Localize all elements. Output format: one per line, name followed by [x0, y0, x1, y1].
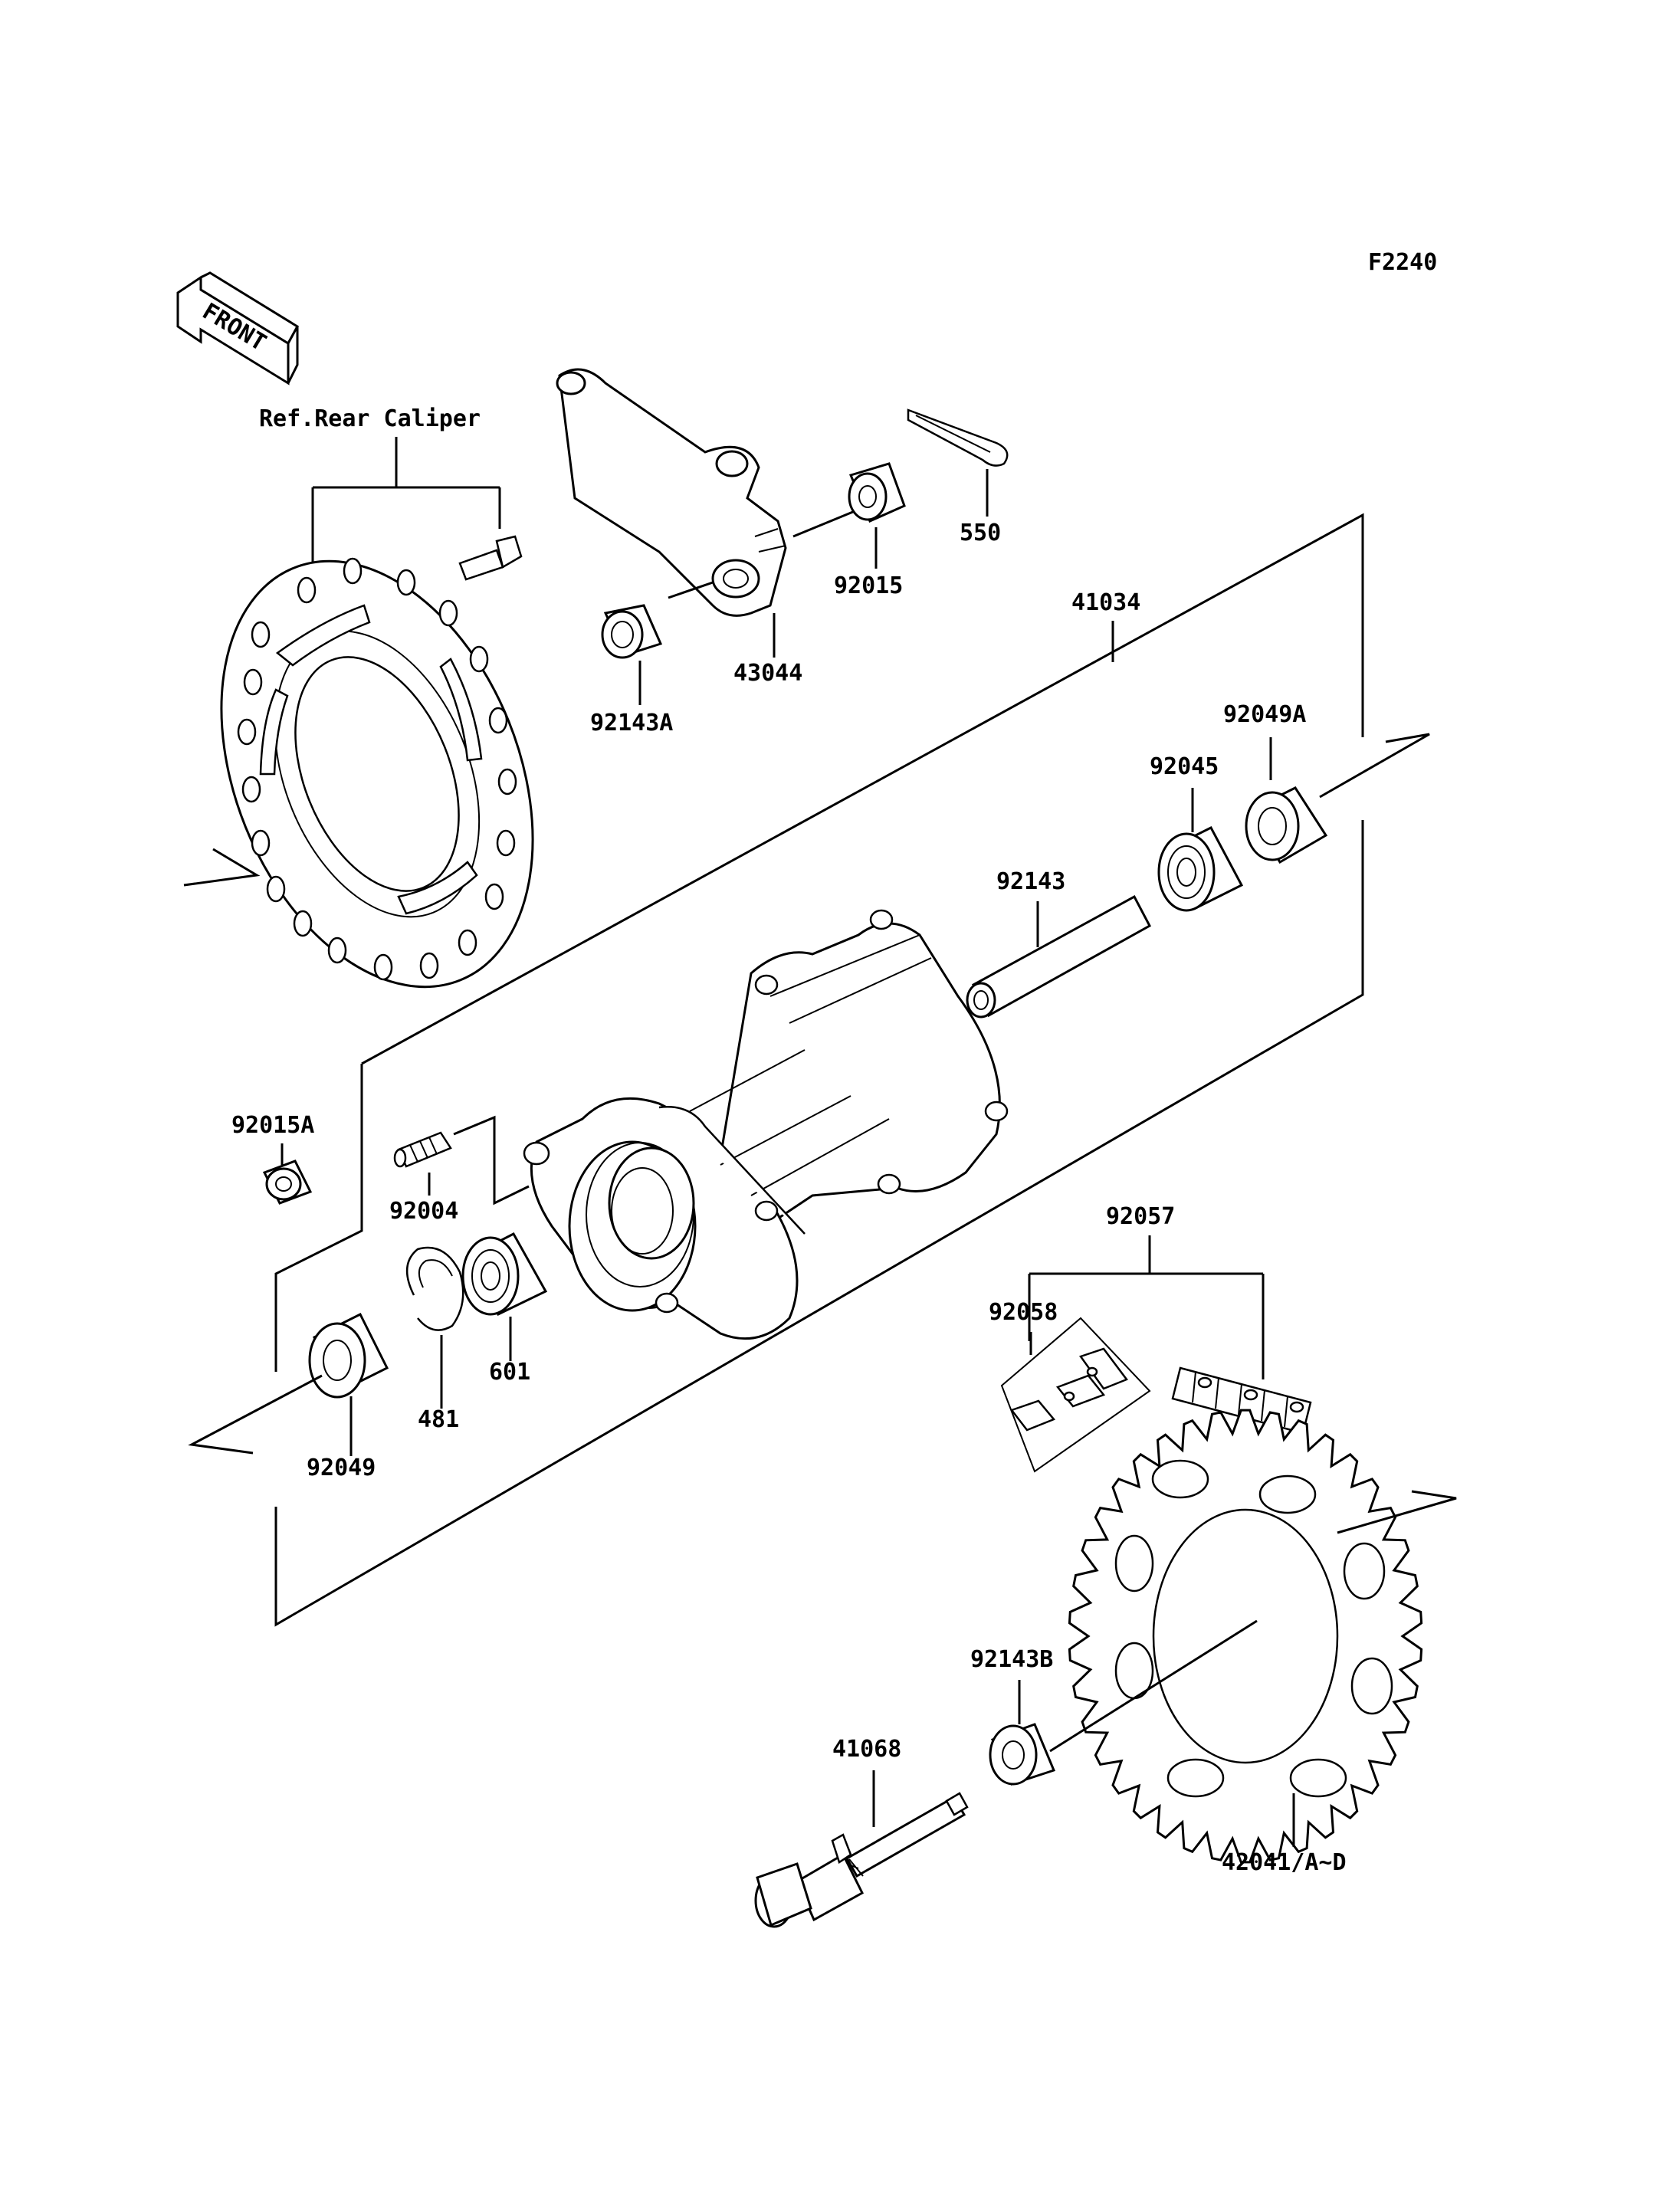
bracket-axis-line [792, 508, 859, 538]
bearing-92045 [1157, 826, 1244, 912]
circlip-481 [405, 1246, 464, 1331]
disc-bolt [458, 535, 523, 581]
collar-92143b [989, 1723, 1056, 1786]
bearing-601 [461, 1232, 548, 1316]
label-92143a: 92143A [590, 710, 673, 736]
label-42041: 42041/A~D [1222, 1849, 1347, 1876]
nut-92015 [848, 462, 906, 523]
axle-bolt-41068 [754, 1792, 969, 1928]
label-92143: 92143 [996, 868, 1065, 895]
ref-caliper-leader [311, 437, 501, 567]
stud-92004 [393, 1131, 452, 1168]
label-92004: 92004 [389, 1198, 458, 1225]
label-92015a: 92015A [231, 1112, 314, 1139]
label-41068: 41068 [832, 1736, 901, 1763]
nut-92015a [262, 1160, 313, 1205]
label-550: 550 [960, 520, 1001, 546]
label-41034: 41034 [1071, 589, 1140, 616]
label-92015: 92015 [834, 572, 903, 599]
label-92045: 92045 [1150, 753, 1219, 780]
label-481: 481 [418, 1406, 459, 1433]
figure-code: F2240 [1368, 249, 1437, 276]
label-601: 601 [489, 1359, 530, 1386]
wheel-hub [523, 909, 1009, 1340]
label-43044: 43044 [733, 660, 802, 687]
seal-92049a [1245, 786, 1328, 864]
caliper-bracket [556, 368, 787, 617]
spacer-92143 [966, 894, 1152, 1018]
label-92049: 92049 [307, 1455, 376, 1481]
disc-axis-line [183, 848, 261, 887]
label-92057: 92057 [1106, 1203, 1175, 1230]
hub-assembly-bracket [274, 513, 1364, 1627]
reference-note: Ref.Rear Caliper [259, 405, 481, 432]
seal-92049 [308, 1312, 389, 1399]
label-92143b: 92143B [970, 1646, 1053, 1673]
cotter-pin-550 [907, 408, 1009, 467]
sprocket-42041 [1068, 1409, 1423, 1864]
label-92058: 92058 [989, 1299, 1058, 1326]
right-axis-line [1319, 733, 1430, 799]
brake-disc [220, 557, 534, 989]
left-axis-line [188, 1374, 323, 1455]
master-link-92058 [1000, 1317, 1151, 1473]
collar-92143a [601, 604, 663, 659]
label-92049a: 92049A [1223, 701, 1306, 728]
front-arrow-icon: FRONT [176, 271, 299, 385]
